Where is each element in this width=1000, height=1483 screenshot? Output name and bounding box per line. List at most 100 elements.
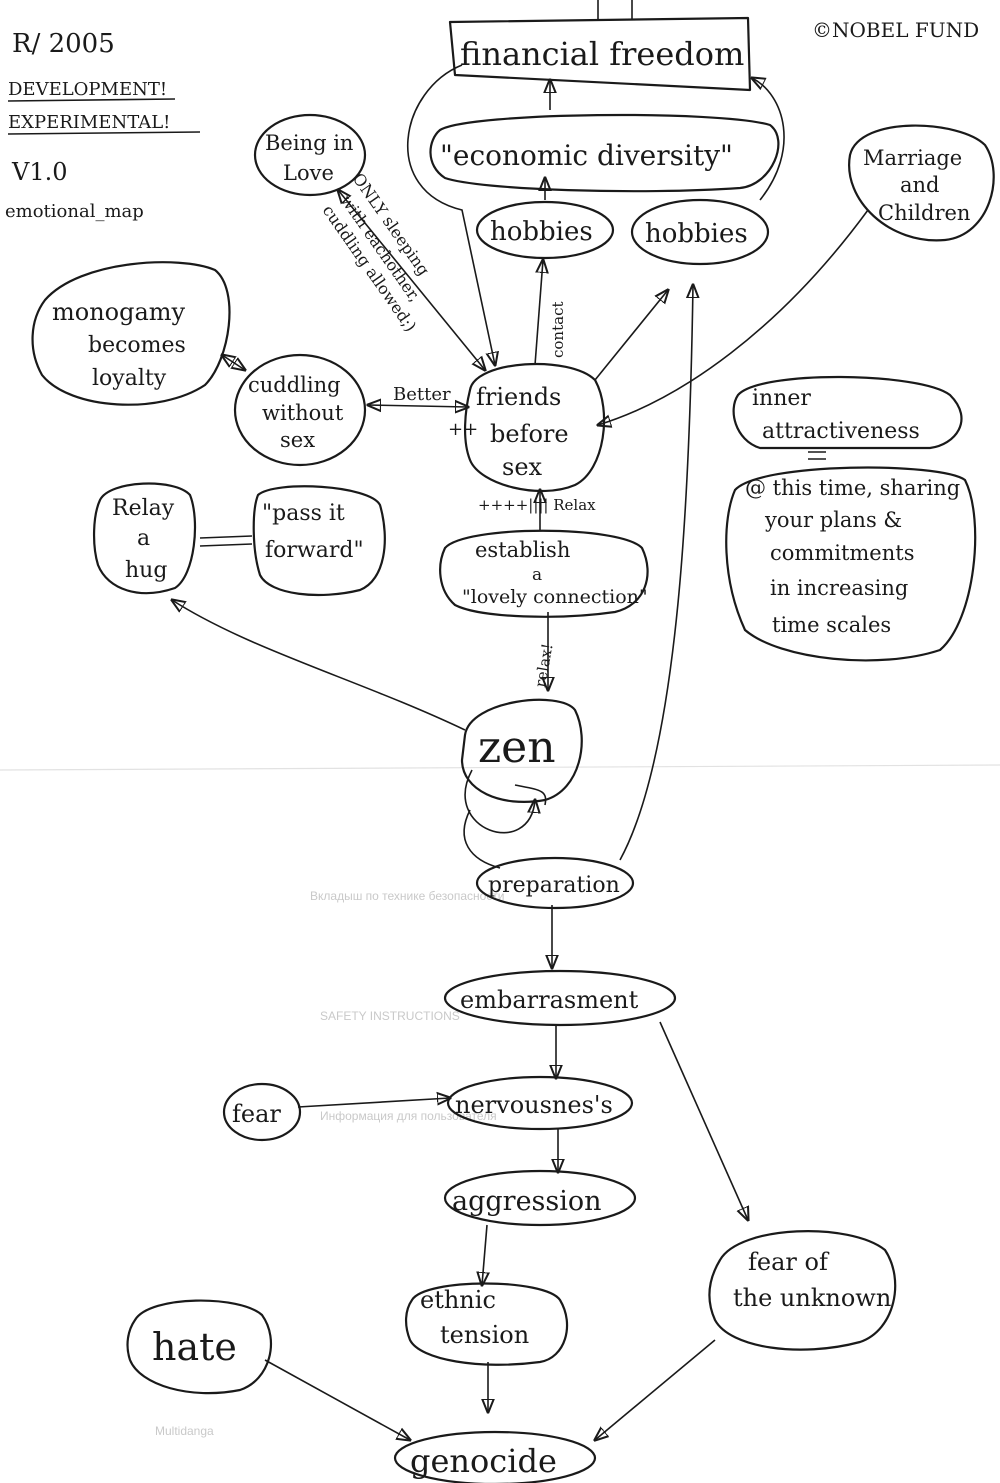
node-sharing-line5: time scales <box>772 613 891 637</box>
node-friends-line2: before <box>490 420 569 448</box>
edge-loop-left <box>407 64 495 365</box>
header-version: V1.0 <box>11 158 68 186</box>
node-preparation-label: preparation <box>488 873 620 898</box>
edge-loop-right <box>752 78 785 201</box>
node-being-in-love: Being in Love <box>253 113 367 197</box>
node-embarrassment: embarrasment <box>443 969 677 1027</box>
node-marriage-children: Marriage and Children <box>848 124 995 242</box>
edge-hate-to-genocide <box>264 1359 410 1440</box>
node-being-in-love-line1: Being in <box>265 131 353 155</box>
label-relax-top: ++++|||| Relax <box>478 496 596 514</box>
node-economic-diversity: "economic diversity" <box>429 113 780 193</box>
node-fear-unknown-line2: the unknown <box>733 1284 891 1312</box>
node-zen: zen <box>460 698 583 803</box>
node-connection-line3: "lovely connection" <box>462 586 648 608</box>
node-zen-label: zen <box>478 722 556 773</box>
node-sharing-line1: @ this time, sharing <box>745 476 960 500</box>
node-aggression: aggression <box>443 1169 637 1227</box>
header-status-1: DEVELOPMENT! <box>8 79 167 100</box>
node-cuddling-line3: sex <box>280 428 315 452</box>
node-hobbies-left: hobbies <box>475 200 615 260</box>
node-cuddling: cuddling without sex <box>233 353 367 467</box>
node-relay-line3: hug <box>125 558 167 583</box>
node-lovely-connection: establish a "lovely connection" <box>439 529 649 618</box>
node-marriage-line3: Children <box>878 201 970 225</box>
node-hate-label: hate <box>152 1325 237 1369</box>
node-being-in-love-line2: Love <box>283 161 334 185</box>
label-contact: contact <box>549 302 567 359</box>
node-ethnic-line1: ethnic <box>420 1286 496 1314</box>
node-inner-attractiveness: inner attractiveness <box>732 375 963 450</box>
node-aggression-label: aggression <box>452 1186 602 1217</box>
node-monogamy-line3: loyalty <box>92 366 167 391</box>
header-status-2: EXPERIMENTAL! <box>8 112 170 133</box>
node-inner-line1: inner <box>752 386 811 411</box>
node-connection-line2: a <box>532 565 542 585</box>
node-sharing-line3: commitments <box>770 541 914 565</box>
node-cuddling-line1: cuddling <box>248 373 341 397</box>
node-hobbies-right: hobbies <box>630 198 770 266</box>
node-pass-line2: forward" <box>265 538 364 563</box>
edge-fear-to-nervousness <box>297 1098 450 1108</box>
node-ethnic-line2: tension <box>440 1321 529 1349</box>
node-friends-before-sex: friends before sex <box>463 362 606 493</box>
edge-fear-unknown-to-genocide <box>595 1339 716 1440</box>
edges <box>172 0 869 1440</box>
edge-marriage-to-friends <box>598 209 869 425</box>
node-marriage-line2: and <box>900 173 940 197</box>
edge-zen-self-loop <box>464 769 535 834</box>
paper-fold-line <box>0 764 1000 771</box>
node-inner-line2: attractiveness <box>762 419 920 444</box>
node-friends-line1: friends <box>476 383 561 411</box>
header-copyright: ©NOBEL FUND <box>812 18 979 42</box>
node-friends-line3: sex <box>502 453 543 481</box>
ghost-text-4: Multidanga <box>155 1424 214 1438</box>
ghost-text-2: SAFETY INSTRUCTIONS <box>320 1009 460 1023</box>
node-fear: fear <box>222 1082 302 1142</box>
edge-zen-inner-loop <box>514 784 547 806</box>
node-pass-line1: "pass it <box>262 501 345 526</box>
node-hate: hate <box>126 1299 273 1395</box>
node-nervousness-label: nervousnes's <box>455 1091 613 1119</box>
node-genocide: genocide <box>393 1430 597 1483</box>
node-relay-hug: Relay a hug <box>92 482 197 595</box>
node-preparation: preparation <box>475 856 635 910</box>
node-connection-line1: establish <box>475 538 570 562</box>
node-monogamy-line2: becomes <box>88 333 186 358</box>
edge-embarrassment-to-fear-unknown <box>659 1021 748 1220</box>
relay-equals-top <box>199 535 253 539</box>
node-sharing-plans: @ this time, sharing your plans & commit… <box>725 466 977 662</box>
edge-friends-hobbies-left <box>534 260 543 366</box>
node-financial-freedom: financial freedom <box>448 16 752 92</box>
header-underline-1 <box>7 98 176 102</box>
node-fear-of-unknown: fear of the unknown <box>708 1230 897 1351</box>
edge-friends-hobbies-right <box>594 290 668 381</box>
node-sharing-line4: in increasing <box>770 576 908 600</box>
node-relay-line1: Relay <box>112 496 175 521</box>
node-hobbies-right-label: hobbies <box>645 219 748 249</box>
edge-zen-to-relay <box>172 600 466 731</box>
edge-zen-to-preparation <box>463 809 501 869</box>
node-monogamy: monogamy becomes loyalty <box>31 261 231 406</box>
edge-monogamy-cuddling <box>222 355 245 370</box>
node-economic-diversity-label: "economic diversity" <box>440 139 733 172</box>
header-date: R/ 2005 <box>12 29 115 59</box>
node-pass-it-forward: "pass it forward" <box>252 485 386 597</box>
node-embarrassment-label: embarrasment <box>460 986 639 1014</box>
node-nervousness: nervousnes's <box>446 1075 634 1131</box>
label-better: Better <box>393 384 451 405</box>
node-monogamy-line1: monogamy <box>52 298 186 326</box>
node-cuddling-line2: without <box>262 401 344 425</box>
edge-preparation-to-hobbies-right <box>619 285 693 861</box>
label-plus-plus: ++ <box>448 419 478 440</box>
edge-cuddling-friends <box>368 405 468 407</box>
header-map-name: emotional_map <box>5 201 144 222</box>
header-underline-2 <box>7 131 201 135</box>
node-relay-line2: a <box>137 526 150 551</box>
node-sharing-line2: your plans & <box>764 508 902 532</box>
node-hobbies-left-label: hobbies <box>490 217 593 247</box>
relay-equals-bottom <box>199 543 253 547</box>
node-fear-unknown-line1: fear of <box>748 1248 830 1276</box>
node-fear-label: fear <box>232 1100 281 1128</box>
